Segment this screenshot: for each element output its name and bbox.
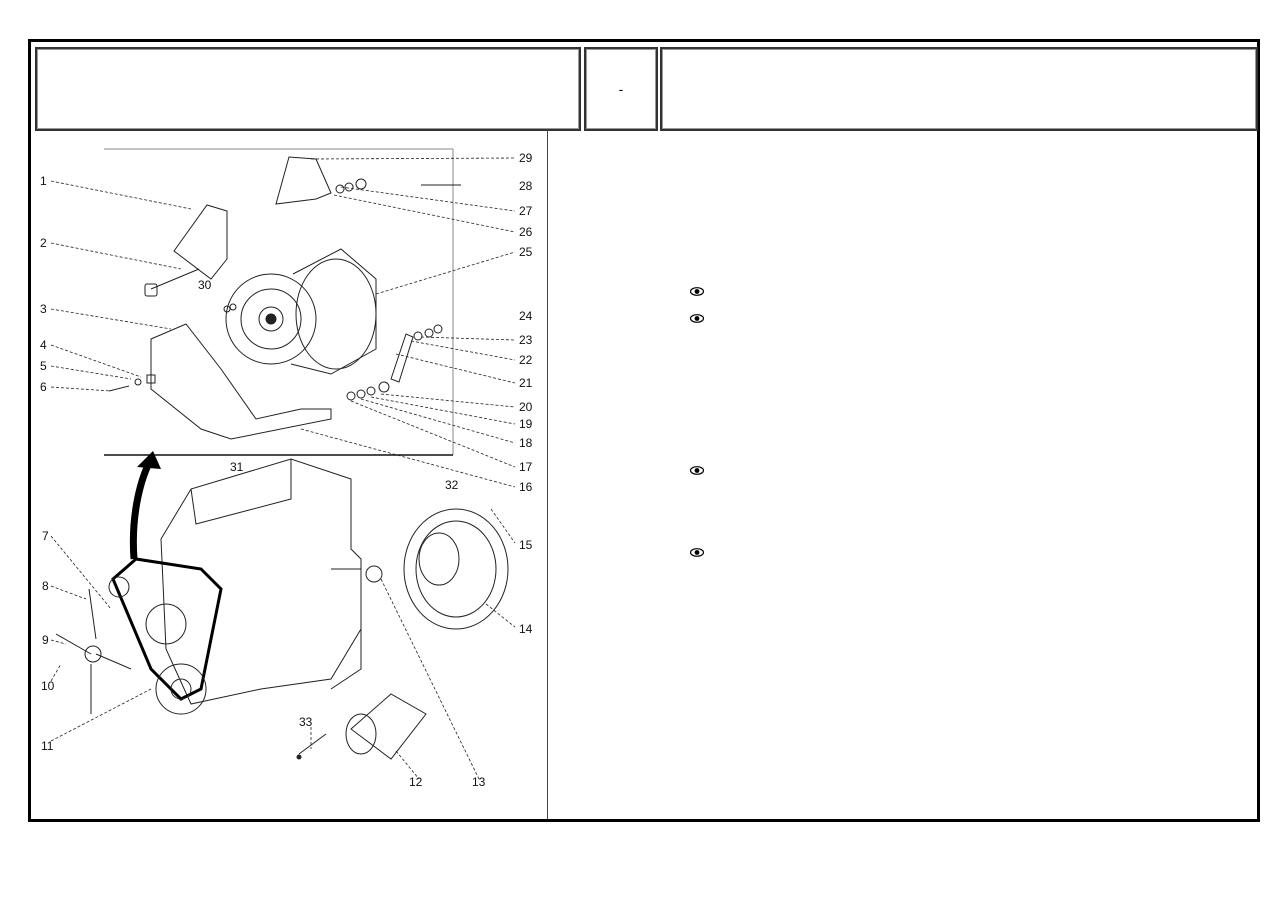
callout-13: 13 (472, 775, 486, 789)
callout-27: 27 (519, 204, 533, 218)
eye-icon[interactable] (690, 287, 704, 296)
callout-20: 20 (519, 400, 533, 414)
panel-divider (547, 129, 548, 819)
callout-33: 33 (299, 715, 313, 729)
catalog-page: - (28, 39, 1260, 822)
callout-25: 25 (519, 245, 533, 259)
callout-11: 11 (41, 739, 54, 753)
eye-icon[interactable] (690, 314, 704, 323)
callout-2: 2 (40, 236, 47, 250)
callout-3: 3 (40, 302, 47, 316)
callout-9: 9 (42, 633, 49, 647)
callout-1: 1 (40, 174, 47, 188)
callout-32: 32 (445, 478, 459, 492)
callout-22: 22 (519, 353, 533, 367)
callout-5: 5 (40, 359, 47, 373)
eye-icon[interactable] (690, 548, 704, 557)
eye-icon[interactable] (690, 466, 704, 475)
header-code-box: - (584, 47, 658, 131)
callout-28: 28 (519, 179, 533, 193)
callout-26: 26 (519, 225, 533, 239)
engine-drawing (50, 148, 516, 780)
callout-15: 15 (519, 538, 533, 552)
header-code: - (618, 81, 624, 97)
callout-23: 23 (519, 333, 533, 347)
exploded-diagram: 1 2 3 4 5 6 30 29 28 27 26 25 24 23 22 2… (31, 129, 547, 819)
callout-30: 30 (198, 278, 212, 292)
callout-29: 29 (519, 151, 533, 165)
header-description-box (660, 47, 1258, 131)
callout-12: 12 (409, 775, 423, 789)
callout-8: 8 (42, 579, 49, 593)
callout-19: 19 (519, 417, 533, 431)
callout-16: 16 (519, 480, 533, 494)
callout-7: 7 (42, 529, 49, 543)
callout-18: 18 (519, 436, 533, 450)
callout-21: 21 (519, 376, 533, 390)
callout-14: 14 (519, 622, 533, 636)
header-title-box (35, 47, 581, 131)
callout-31: 31 (230, 460, 244, 474)
callout-24: 24 (519, 309, 533, 323)
callout-6: 6 (40, 380, 47, 394)
callout-4: 4 (40, 338, 47, 352)
callout-10: 10 (41, 679, 55, 693)
callout-17: 17 (519, 460, 533, 474)
